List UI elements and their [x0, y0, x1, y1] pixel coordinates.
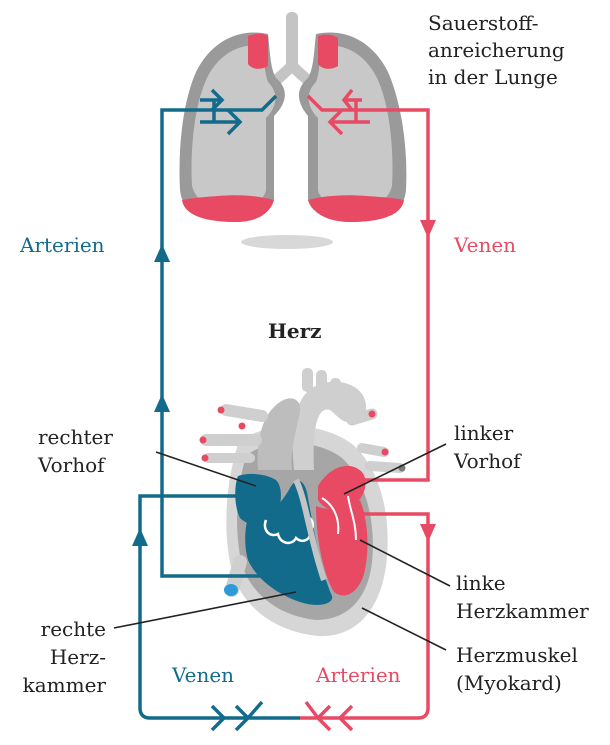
heart — [200, 368, 406, 636]
right-atrium-label-1: rechter — [38, 425, 113, 449]
arrow-up-icon — [132, 528, 148, 546]
vessel-tip — [369, 411, 376, 418]
left-atrium-label-1: linker — [454, 421, 514, 445]
vessel-top-1 — [302, 368, 313, 392]
left-ventricle-label-2: Herzkammer — [456, 599, 589, 623]
vessel-tip — [218, 407, 225, 414]
trachea — [286, 12, 298, 68]
vessel-top-2 — [316, 370, 327, 390]
veins-bottom-label: Venen — [171, 663, 234, 687]
leader-myocardium — [362, 608, 446, 650]
arrow-down-icon — [420, 220, 436, 238]
lung-shadow — [241, 235, 333, 249]
arteries-bottom-label: Arterien — [315, 663, 401, 687]
vessel-tip — [239, 423, 246, 430]
arrow-down-icon — [420, 524, 436, 542]
heart-title: Herz — [268, 319, 322, 343]
right-ventricle-label-3: kammer — [23, 673, 107, 697]
vessel-tip — [200, 437, 207, 444]
arrow-up-icon — [154, 394, 170, 412]
right-lung-top — [318, 35, 338, 69]
myocardium-label-2: (Myokard) — [456, 671, 562, 695]
veins-right-label: Venen — [453, 233, 516, 257]
vessel-tip — [202, 455, 209, 462]
vessel-tip — [382, 449, 389, 456]
arrow-up-icon — [154, 244, 170, 262]
left-lung-base — [182, 195, 274, 222]
capillary-body-blue — [212, 702, 262, 730]
capillary-body-red — [306, 702, 352, 730]
vessel-left-upper — [226, 410, 262, 416]
right-atrium-label-2: Vorhof — [37, 453, 106, 477]
vena-cava-opening — [224, 584, 238, 596]
left-lung-top — [248, 34, 268, 69]
vessel-top-3 — [330, 378, 341, 400]
left-ventricle-label-1: linke — [456, 571, 506, 595]
oxygen-label-line-2: anreicherung — [428, 38, 565, 62]
myocardium-label-1: Herzmuskel — [456, 643, 578, 667]
right-ventricle-label-2: Herz- — [50, 645, 106, 669]
vessel-right-lower — [370, 466, 400, 468]
oxygen-label-line-1: Sauerstoff- — [428, 11, 539, 35]
oxygen-label-line-3: in der Lunge — [428, 65, 558, 89]
arteries-left-label: Arterien — [19, 233, 105, 257]
left-atrium-label-2: Vorhof — [453, 449, 522, 473]
right-lung-base — [308, 195, 404, 222]
lungs — [180, 12, 407, 249]
vessel-right-middle — [362, 448, 384, 452]
right-ventricle-label-1: rechte — [41, 617, 106, 641]
